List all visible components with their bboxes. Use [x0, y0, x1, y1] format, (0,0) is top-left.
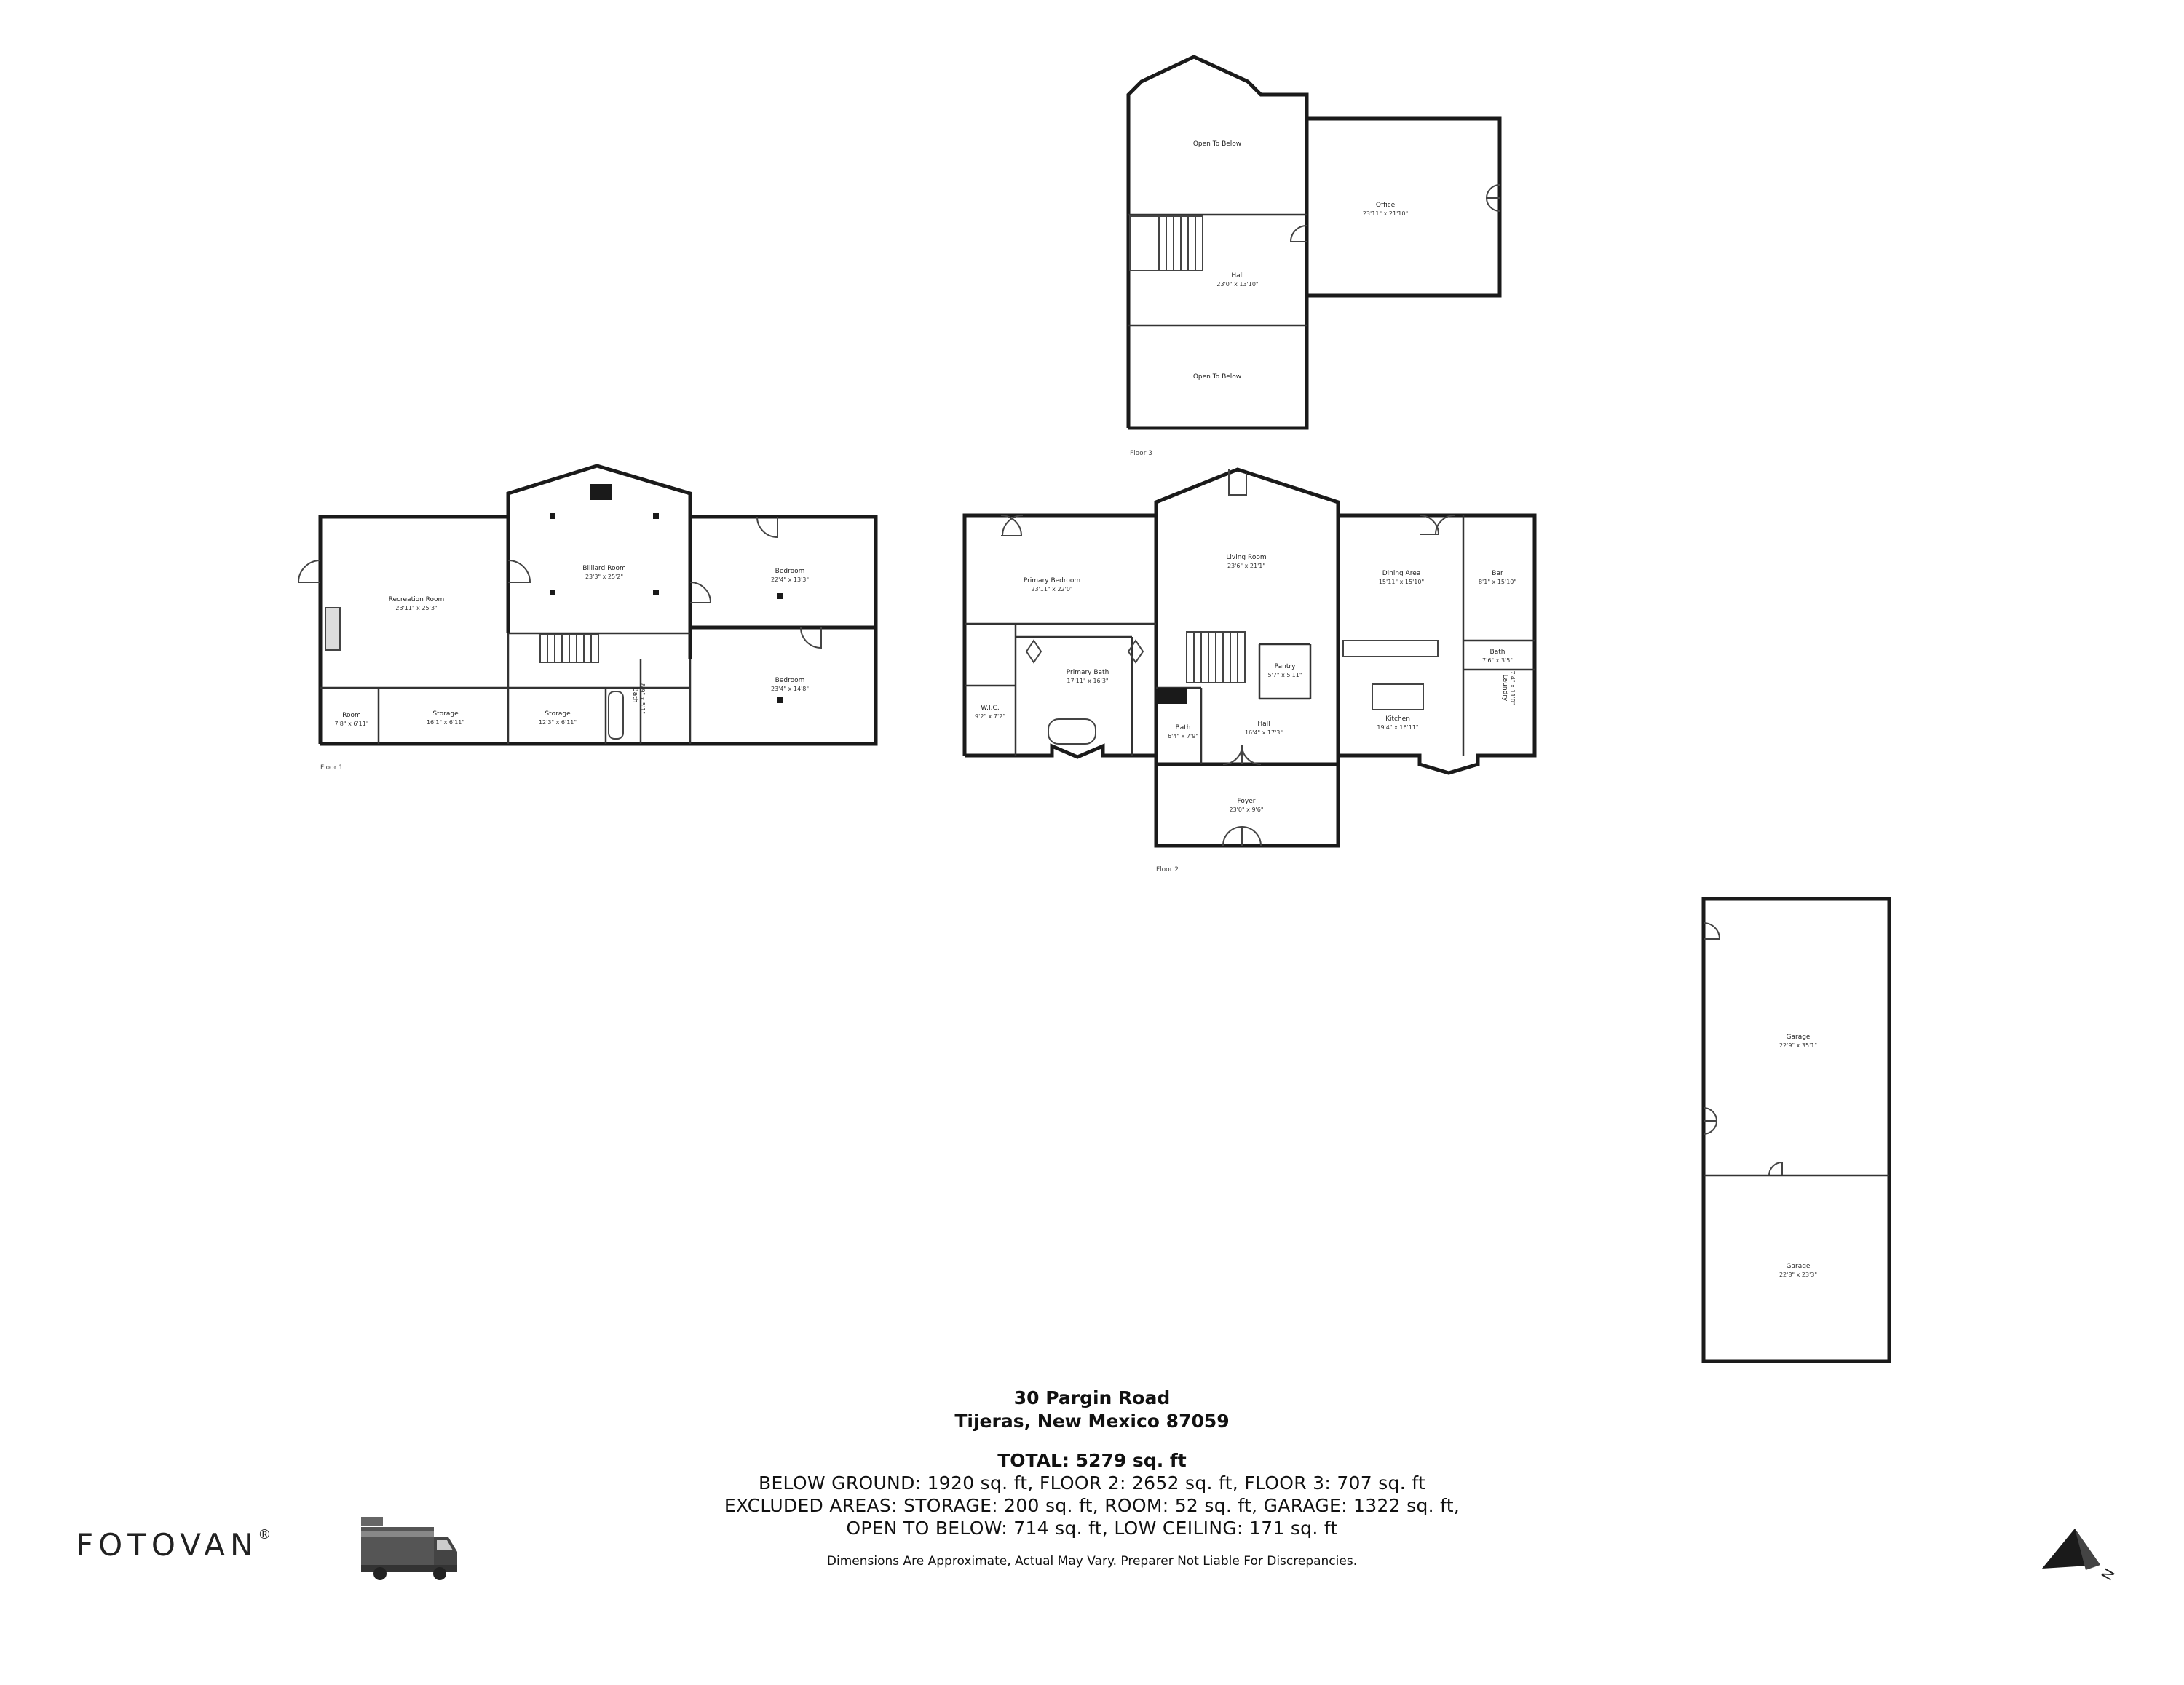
garage-outline [1701, 897, 1891, 1363]
total-area: TOTAL: 5279 sq. ft [997, 1450, 1187, 1471]
room-label-room: Room [342, 712, 361, 719]
foyer-outline [1154, 764, 1340, 848]
room-label-primary-bedroom: Primary Bedroom [1024, 577, 1080, 584]
room-label-wic: W.I.C. [981, 705, 999, 712]
floor-1-outline [318, 464, 878, 746]
address-line-2: Tijeras, New Mexico 87059 [954, 1411, 1230, 1432]
room-dim-dining: 15'11" x 15'10" [1379, 579, 1424, 585]
disclaimer: Dimensions Are Approximate, Actual May V… [826, 1554, 1358, 1569]
room-dim-floor2-hall: 16'4" x 17'3" [1245, 729, 1283, 736]
room-dim-floor2-bath-b: 7'6" x 3'5" [1482, 657, 1513, 664]
floor-3-main-outline [1126, 55, 1309, 430]
room-dim-floor2-bath-a: 6'4" x 7'9" [1168, 733, 1198, 740]
room-label-storage-b: Storage [545, 710, 571, 718]
room-dim-floor3-hall: 23'0" x 13'10" [1216, 281, 1258, 288]
room-dim-bedroom-b: 23'4" x 14'8" [771, 686, 809, 692]
fotovan-logo: FOTOVAN® [76, 1512, 469, 1585]
room-dim-storage-a: 16'1" x 6'11" [427, 719, 464, 726]
room-label-billiard: Billiard Room [582, 565, 625, 572]
kitchen-counter [1342, 640, 1439, 657]
room-label-floor3-hall: Hall [1231, 272, 1243, 279]
room-label-dining: Dining Area [1382, 570, 1421, 577]
kitchen-island [1372, 683, 1424, 710]
hearth-floor-1 [325, 607, 341, 651]
room-dim-bedroom-a: 22'4" x 13'3" [771, 576, 809, 583]
room-dim-wic: 9'2" x 7'2" [975, 713, 1005, 720]
room-label-floor2-bath-a: Bath [1176, 724, 1191, 732]
room-dim-garage-b: 22'8" x 23'3" [1779, 1272, 1817, 1278]
room-dim-storage-b: 12'3" x 6'11" [539, 719, 577, 726]
bathtub-floor-1 [608, 691, 624, 740]
room-dim-garage-a: 22'9" x 35'1" [1779, 1042, 1817, 1049]
room-dim-pantry: 5'7" x 5'11" [1267, 672, 1302, 678]
brand-registered-mark: ® [258, 1527, 272, 1542]
room-label-floor2-bath-b: Bath [1490, 649, 1506, 656]
office-outline [1305, 116, 1502, 298]
floor-3-label: Floor 3 [1130, 450, 1152, 457]
room-label-garage-b: Garage [1787, 1263, 1811, 1270]
room-label-recreation: Recreation Room [389, 596, 445, 603]
room-label-open-bottom: Open To Below [1193, 373, 1241, 381]
north-arrow-icon: N [2042, 1529, 2118, 1584]
room-label-bedroom-a: Bedroom [775, 568, 805, 575]
room-label-kitchen: Kitchen [1385, 715, 1410, 723]
brand-name: FOTOVAN® [76, 1527, 271, 1563]
floor-2-plan: Primary Bedroom 23'11" x 22'0" Living Ro… [962, 467, 1537, 873]
room-label-floor2-hall: Hall [1257, 721, 1270, 728]
room-label-laundry: Laundry [1501, 675, 1508, 702]
room-label-garage-a: Garage [1787, 1034, 1811, 1041]
soaking-tub [1048, 718, 1096, 745]
floor-3-plan: Open To Below Office 23'11" x 21'10" Hal… [1126, 55, 1502, 457]
brand-wordmark: FOTOVAN [76, 1527, 258, 1563]
fireplace-floor-1 [590, 484, 612, 500]
area-breakdown-line-3: OPEN TO BELOW: 714 sq. ft, LOW CEILING: … [846, 1518, 1338, 1539]
room-label-bar: Bar [1492, 570, 1503, 577]
room-label-pantry: Pantry [1275, 663, 1296, 670]
room-dim-living: 23'6" x 21'1" [1227, 563, 1265, 569]
area-breakdown-line-2: EXCLUDED AREAS: STORAGE: 200 sq. ft, ROO… [724, 1495, 1460, 1516]
fireplace-floor-2 [1158, 688, 1187, 704]
room-label-foyer: Foyer [1238, 798, 1256, 805]
room-label-open-top: Open To Below [1193, 140, 1241, 148]
room-dim-office: 23'11" x 21'10" [1363, 210, 1408, 217]
room-dim-billiard: 23'3" x 25'2" [585, 574, 623, 580]
floor-2-outline [962, 467, 1537, 775]
north-label: N [2098, 1566, 2118, 1584]
room-dim-laundry: 7'4" x 11'0" [1509, 670, 1516, 705]
room-dim-primary-bedroom: 23'11" x 22'0" [1031, 586, 1072, 592]
area-breakdown-line-1: BELOW GROUND: 1920 sq. ft, FLOOR 2: 2652… [759, 1472, 1425, 1494]
room-label-floor1-bath: Bath [631, 688, 638, 703]
room-label-storage-a: Storage [432, 710, 459, 718]
garage-plan: Garage 22'9" x 35'1" Garage 22'8" x 23'3… [1701, 897, 1891, 1363]
room-label-living: Living Room [1226, 554, 1266, 561]
room-dim-room: 7'8" x 6'11" [334, 721, 368, 727]
floor-1-label: Floor 1 [320, 764, 343, 772]
van-icon [361, 1517, 457, 1580]
room-dim-floor1-bath: 8'9" x 5'1" [639, 683, 646, 714]
room-label-office: Office [1376, 202, 1396, 209]
floor-1-plan: Recreation Room 23'11" x 25'3" Billiard … [297, 464, 878, 772]
room-dim-kitchen: 19'4" x 16'11" [1377, 724, 1418, 731]
room-dim-bar: 8'1" x 15'10" [1479, 579, 1516, 585]
room-label-bedroom-b: Bedroom [775, 677, 805, 684]
floor-2-label: Floor 2 [1156, 866, 1179, 873]
room-dim-foyer: 23'0" x 9'6" [1229, 806, 1263, 813]
address-line-1: 30 Pargin Road [1013, 1387, 1171, 1408]
room-label-primary-bath: Primary Bath [1067, 669, 1109, 676]
room-dim-recreation: 23'11" x 25'3" [395, 605, 437, 611]
room-dim-primary-bath: 17'11" x 16'3" [1067, 678, 1108, 684]
property-summary: 30 Pargin Road Tijeras, New Mexico 87059… [612, 1387, 1572, 1569]
